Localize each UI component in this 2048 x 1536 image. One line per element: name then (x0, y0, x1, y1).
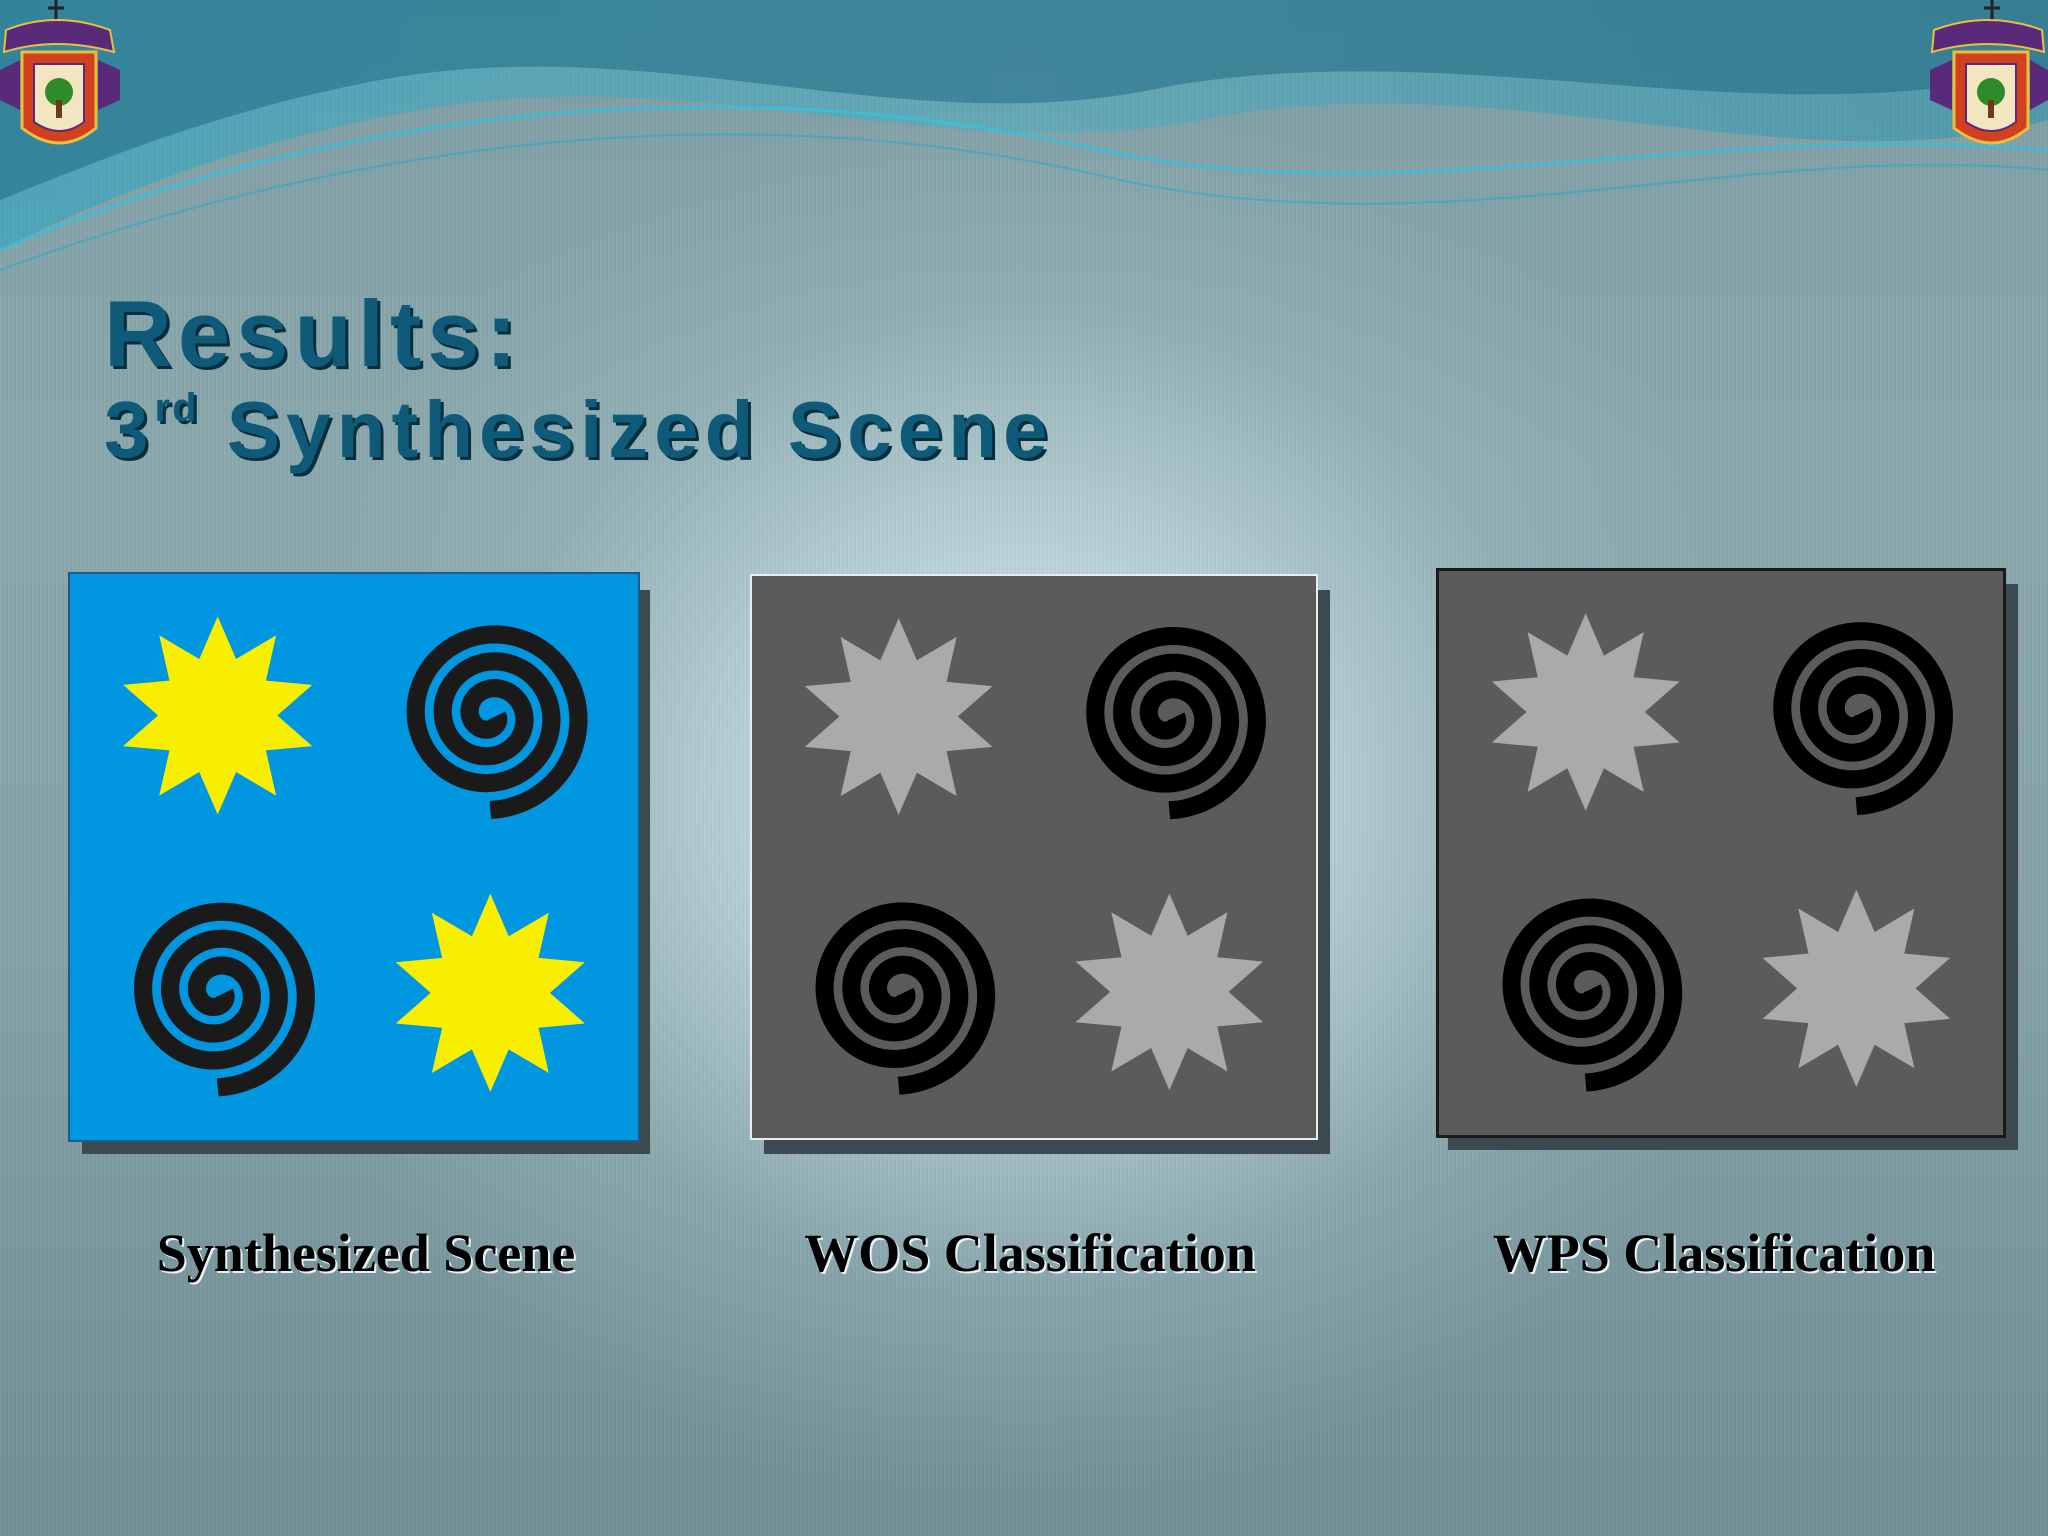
university-crest-icon (0, 0, 120, 145)
caption-wps-classification: WPS Classification (1492, 1223, 1936, 1283)
university-crest-icon (1930, 0, 2048, 145)
subtitle-text: Synthesized Scene (226, 385, 1054, 474)
star-core (163, 661, 272, 770)
slide-subtitle: 3rd Synthesized Scene (104, 384, 1053, 476)
star-core (1115, 938, 1223, 1046)
scene-shapes (123, 616, 588, 1097)
wos-classification-image (750, 574, 1318, 1140)
spiral-shape (1086, 626, 1266, 820)
slide-title: Results: (104, 281, 523, 386)
scene-shapes (804, 618, 1266, 1095)
synthesized-scene-image (68, 572, 640, 1142)
subtitle-number: 3 (104, 385, 155, 474)
spiral-shape (1773, 622, 1953, 816)
caption-wos-classification: WOS Classification (804, 1223, 1256, 1283)
spiral-shape (815, 902, 996, 1095)
spiral-shape (406, 625, 588, 820)
wps-classification-image (1436, 568, 2006, 1138)
decorative-wave (0, 0, 2048, 271)
spiral-shape (133, 902, 315, 1097)
caption-synthesized-scene: Synthesized Scene (156, 1223, 576, 1283)
subtitle-ordinal-suffix: rd (154, 386, 199, 430)
star-core (1802, 934, 1910, 1042)
star-core (436, 939, 545, 1047)
star-core (1532, 658, 1640, 766)
star-core (845, 663, 953, 770)
spiral-shape (1502, 898, 1683, 1092)
scene-shapes (1491, 613, 1953, 1092)
